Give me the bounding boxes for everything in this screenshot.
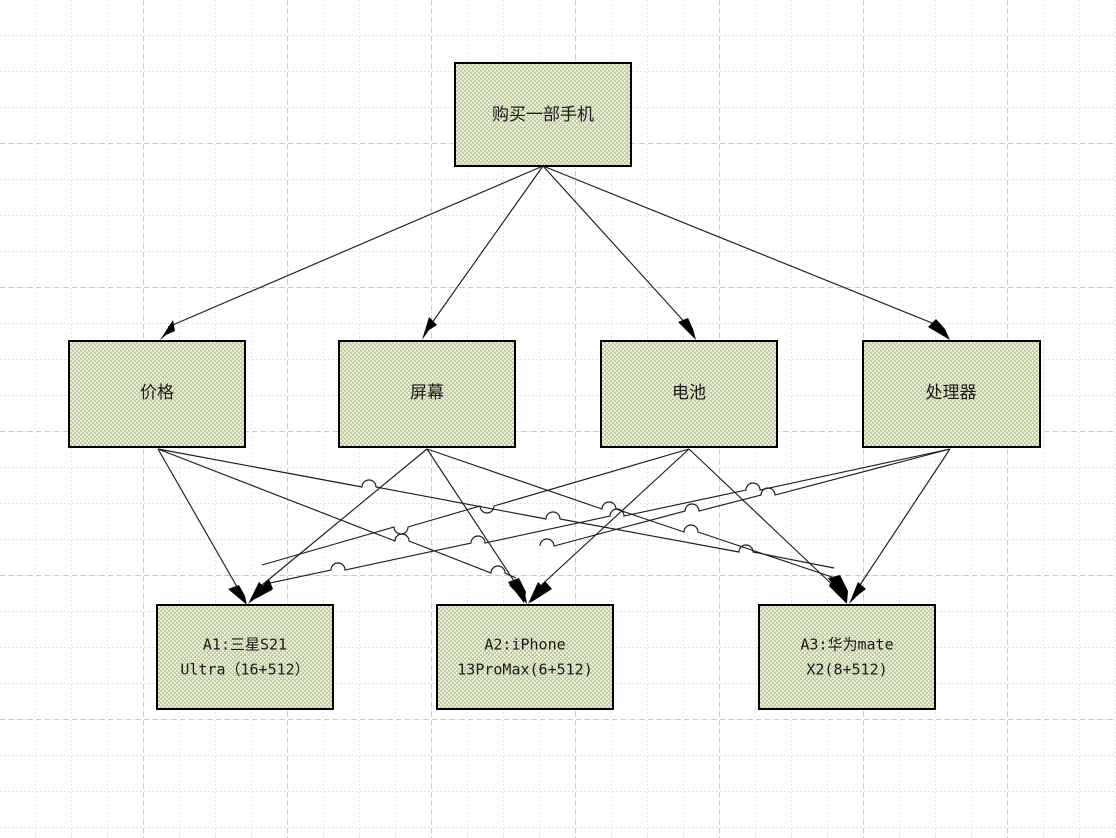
node-goal[interactable]: 购买一部手机 [454, 62, 632, 167]
arrow-head [160, 320, 175, 340]
edges-goal-to-criteria [160, 165, 950, 340]
node-criterion-screen[interactable]: 屏幕 [338, 340, 516, 448]
node-criterion-processor-rect[interactable] [862, 340, 1041, 448]
node-alternative-a3[interactable]: A3:华为mate X2(8+512) [758, 604, 936, 710]
node-criterion-processor-label: 处理器 [926, 383, 977, 402]
node-goal-label: 购买一部手机 [492, 105, 594, 124]
arrow-head [849, 582, 866, 604]
edge-processor-a1 [250, 448, 951, 603]
node-criterion-price[interactable]: 价格 [68, 340, 246, 448]
arrow-head [678, 318, 696, 340]
edge-goal-price [160, 165, 544, 340]
arrow-head [509, 580, 527, 604]
edge-goal-processor [542, 165, 950, 340]
edge-processor-a3 [849, 448, 951, 604]
node-alternative-a3-line2: X2(8+512) [806, 661, 887, 679]
arrow-head [422, 317, 437, 340]
node-criterion-battery[interactable]: 电池 [600, 340, 778, 448]
edge-price-a1 [157, 448, 247, 605]
node-criterion-price-rect[interactable] [68, 340, 246, 448]
node-criterion-processor[interactable]: 处理器 [862, 340, 1041, 448]
node-alternative-a2[interactable]: A2:iPhone 13ProMax(6+512) [436, 604, 614, 710]
edge-screen-a2 [426, 448, 527, 604]
edge-battery-a3 [688, 448, 847, 604]
node-criterion-price-label: 价格 [140, 383, 174, 402]
arrow-head [928, 319, 950, 340]
node-alternative-a2-rect[interactable] [436, 604, 614, 710]
node-alternative-a1-line1: A1:三星S21 [203, 636, 287, 654]
node-alternative-a2-line1: A2:iPhone [484, 636, 565, 654]
edge-goal-battery [542, 165, 696, 340]
edge-processor-a2 [530, 448, 951, 603]
node-alternative-a1-line2: Ultra（16+512） [180, 661, 309, 679]
edges-criteria-to-alternatives [157, 448, 951, 605]
arrow-head [829, 581, 847, 604]
arrow-head [228, 585, 247, 605]
node-criterion-battery-rect[interactable] [600, 340, 778, 448]
arrow-head [530, 581, 552, 603]
node-alternative-a3-line1: A3:华为mate [800, 636, 893, 654]
node-criterion-battery-label: 电池 [672, 383, 706, 402]
arrow-head [250, 579, 273, 603]
node-criterion-screen-label: 屏幕 [410, 383, 444, 402]
node-alternative-a3-rect[interactable] [758, 604, 936, 710]
node-alternative-a1-rect[interactable] [156, 604, 334, 710]
node-alternative-a1[interactable]: A1:三星S21 Ultra（16+512） [156, 604, 334, 710]
node-alternative-a2-line2: 13ProMax(6+512) [457, 661, 592, 679]
node-criterion-screen-rect[interactable] [338, 340, 516, 448]
edge-goal-screen [422, 165, 544, 340]
node-goal-rect[interactable] [454, 62, 632, 167]
